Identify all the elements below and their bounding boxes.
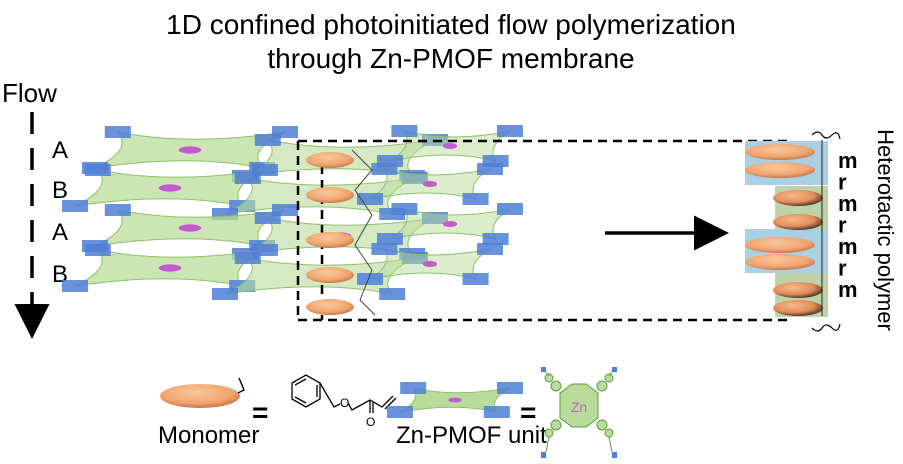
linker-node [371,163,398,175]
monomer [306,232,354,248]
heterotactic-polymer-stack [745,131,841,332]
flow-label: Flow [2,78,57,108]
monomer [745,254,815,270]
linker-node [477,243,503,255]
linker-node [234,252,261,264]
linker-node [371,243,398,255]
benzyl-acrylate-structure [291,374,397,413]
tacticity-r: r [838,213,847,238]
linker-node [104,204,131,216]
monomer [745,144,815,160]
chain-end [811,131,841,140]
zn-site [178,224,202,232]
layer-B [62,243,503,300]
zn-site [158,264,182,272]
channel-monomers [306,149,376,316]
zn-site [158,184,182,192]
tacticity-r: r [838,256,847,281]
tacticity-m: m [838,148,858,173]
monomer [773,282,823,298]
zn-pmof-unit-icon [387,382,523,418]
linker-node [62,280,88,292]
polymer-label: Heterotactic polymer [873,129,898,331]
linker-node [377,233,403,245]
title-line-2: through Zn-PMOF membrane [267,43,634,74]
tacticity-r: r [838,170,847,195]
linker-node [254,134,281,146]
linker-node [84,164,111,176]
layer-A [82,203,523,260]
linker-node [462,193,489,205]
zn-site [178,146,202,154]
monomer [773,300,823,316]
linker-node [84,244,111,256]
chain-end [811,323,841,332]
tacticity-m: m [838,277,858,302]
zn-site [422,181,438,187]
ester-oxygen: O [340,396,349,410]
zn-label: Zn [571,399,587,415]
linker-node [104,126,131,138]
tacticity-m: m [838,234,858,259]
linker-node [391,203,418,215]
linker-node [483,406,510,418]
linker-node [400,382,427,394]
linker-node [482,233,509,245]
linker-node [357,273,383,285]
monomer [773,190,823,206]
zn-pmof-legend: Zn-PMOF unit = Zn [387,367,617,458]
unit-label: Zn-PMOF unit [396,422,547,449]
linker-node [497,125,523,137]
monomer-label: Monomer [158,422,259,449]
linker-node [254,212,281,224]
tacticity-m: m [838,191,858,216]
vinyl-group-icon [237,377,245,394]
monomer-icon [160,384,240,408]
monomer [306,267,354,283]
linker-node [62,200,88,212]
porphyrin-structure: Zn [541,367,617,458]
monomer [306,299,354,315]
zn-site [442,221,458,227]
zn-pmof-layers [62,125,523,300]
zn-site [422,261,438,267]
monomer [306,187,354,203]
linker-node [212,288,238,300]
linker-node [234,172,261,184]
linker-node [379,288,406,300]
title-line-1: 1D confined photoinitiated flow polymeri… [166,9,736,40]
layer-label-2: B [52,177,68,204]
linker-node [462,273,489,285]
zn-site [448,397,462,403]
linker-node [497,203,523,215]
equals-sign-2: = [520,397,536,428]
monomer [306,152,354,168]
linker-node [477,163,503,175]
monomer [773,214,823,230]
monomer [745,162,815,178]
monomer-legend: Monomer = O O [158,374,397,449]
layer-label-1: A [52,137,68,164]
growing-chain [351,149,376,316]
equals-sign-1: = [252,397,268,428]
layer-label-3: A [52,219,68,246]
linker-node [387,406,413,418]
linker-node [391,125,418,137]
zn-site [442,143,458,149]
monomer [745,237,815,253]
carbonyl-oxygen: O [366,415,375,429]
linker-node [497,382,523,394]
